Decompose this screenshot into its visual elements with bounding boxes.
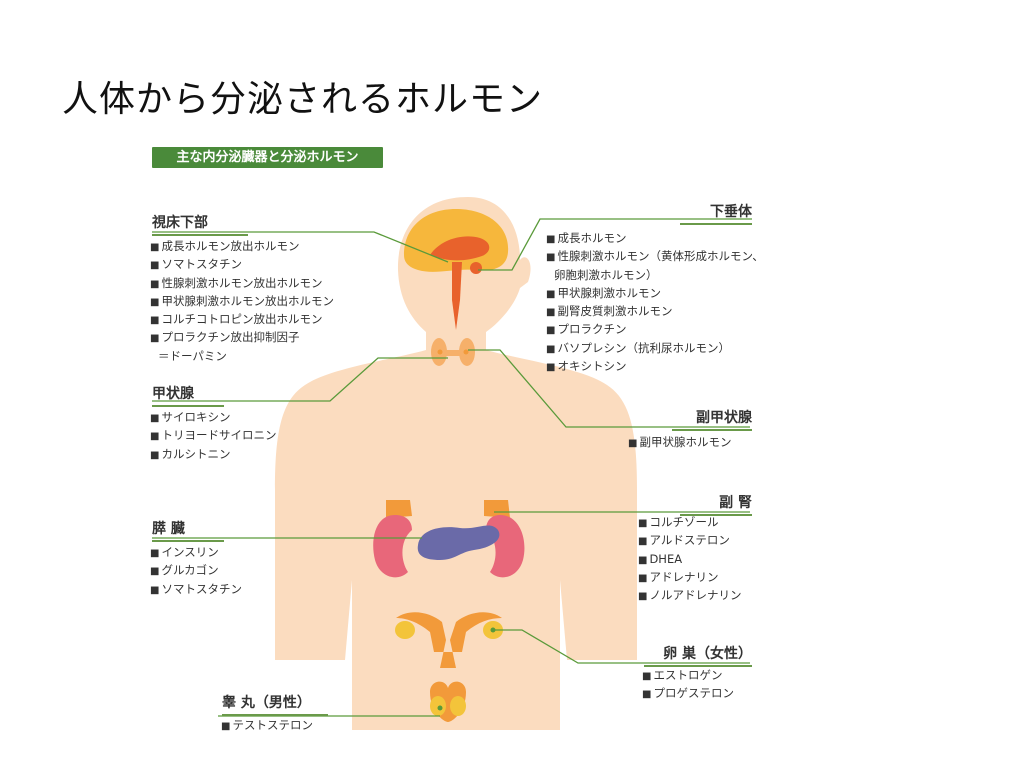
thyroid-isthmus [444, 350, 462, 356]
hormone-item: アルドステロン [638, 532, 741, 550]
body-silhouette [275, 197, 637, 730]
organ-label-pancreas: 膵 臓 [152, 518, 224, 542]
hormone-item: グルカゴン [150, 562, 242, 580]
uterus [396, 612, 502, 668]
hormone-list-pituitary: 成長ホルモン 性腺刺激ホルモン（黄体形成ホルモン、 卵胞刺激ホルモン） 甲状腺刺… [546, 230, 764, 376]
hormone-item: アドレナリン [638, 569, 741, 587]
adrenal-left [386, 500, 412, 518]
ovary-left [395, 621, 415, 639]
hormone-item: 甲状腺刺激ホルモン放出ホルモン [150, 293, 334, 311]
hormone-list-hypothalamus: 成長ホルモン放出ホルモン ソマトスタチン 性腺刺激ホルモン放出ホルモン 甲状腺刺… [150, 238, 334, 366]
hormone-item-note: 卵胞刺激ホルモン） [554, 267, 658, 282]
brainstem [452, 262, 462, 330]
leader-parathyroid [468, 349, 750, 428]
hormone-item: オキシトシン [546, 358, 764, 376]
hormone-list-adrenal: コルチゾール アルドステロン DHEA アドレナリン ノルアドレナリン [638, 514, 741, 605]
hormone-list-parathyroid: 副甲状腺ホルモン [628, 434, 731, 452]
testis-right [450, 696, 466, 716]
hormone-item: 副腎皮質刺激ホルモン [546, 303, 764, 321]
hormone-item: ソマトスタチン [150, 256, 334, 274]
pancreas-shape [417, 525, 500, 560]
hormone-list-testis: テストステロン [221, 717, 313, 735]
hormone-item: テストステロン [221, 717, 313, 735]
hormone-item: 甲状腺刺激ホルモン [546, 285, 764, 303]
hormone-item: バソプレシン（抗利尿ホルモン） [546, 340, 764, 358]
hypothalamus-shape [430, 236, 490, 261]
adrenal-right [484, 500, 510, 518]
organ-label-testis: 睾 丸（男性） [222, 692, 328, 716]
hormone-item: サイロキシン [150, 409, 276, 427]
leader-pituitary [478, 218, 752, 271]
organ-label-hypothalamus: 視床下部 [152, 212, 248, 236]
hormone-item: ノルアドレナリン [638, 587, 741, 605]
hormone-item-note: ＝ドーパミン [158, 348, 227, 363]
organ-label-thyroid: 甲状腺 [152, 383, 224, 407]
hormone-item: 成長ホルモン [546, 230, 764, 248]
hormone-item: トリヨードサイロニン [150, 427, 276, 445]
leader-ovary [495, 629, 750, 664]
organ-label-parathyroid: 副甲状腺 [672, 407, 752, 431]
hormone-item: 成長ホルモン放出ホルモン [150, 238, 334, 256]
hormone-item: プロラクチン [546, 321, 764, 339]
hormone-item: 副甲状腺ホルモン [628, 434, 731, 452]
hormone-item: エストロゲン [642, 667, 734, 685]
testis-dot [437, 705, 443, 711]
hormone-list-ovary: エストロゲン プロゲステロン [642, 667, 734, 704]
hormone-item: コルチコトロピン放出ホルモン [150, 311, 334, 329]
diagram-subtitle-banner: 主な内分泌臓器と分泌ホルモン [152, 147, 383, 168]
ovary-dot [490, 627, 496, 633]
leader-hypothalamus [152, 231, 449, 263]
hormone-item: インスリン [150, 544, 242, 562]
organ-label-adrenal: 副 腎 [680, 492, 752, 516]
hormone-item: ソマトスタチン [150, 581, 242, 599]
organ-label-pituitary: 下垂体 [680, 201, 752, 225]
hormone-item: DHEA [638, 551, 741, 569]
hormone-list-thyroid: サイロキシン トリヨードサイロニン カルシトニン [150, 409, 276, 464]
hormone-item: プロゲステロン [642, 685, 734, 703]
hormone-item: プロラクチン放出抑制因子 [150, 329, 334, 347]
kidney-left [373, 515, 412, 578]
hormone-item: コルチゾール [638, 514, 741, 532]
hormone-item: カルシトニン [150, 446, 276, 464]
parathyroid-dot [437, 349, 443, 355]
hormone-item: 性腺刺激ホルモン放出ホルモン [150, 275, 334, 293]
slide-title: 人体から分泌されるホルモン [62, 79, 544, 120]
organ-label-ovary: 卵 巣（女性） [644, 643, 752, 667]
parathyroid-dot [463, 349, 469, 355]
pituitary-shape [470, 262, 482, 274]
hormone-item: 性腺刺激ホルモン（黄体形成ホルモン、 [546, 248, 763, 266]
leader-thyroid [152, 357, 448, 402]
hormone-list-pancreas: インスリン グルカゴン ソマトスタチン [150, 544, 242, 599]
testis-left [430, 696, 446, 716]
